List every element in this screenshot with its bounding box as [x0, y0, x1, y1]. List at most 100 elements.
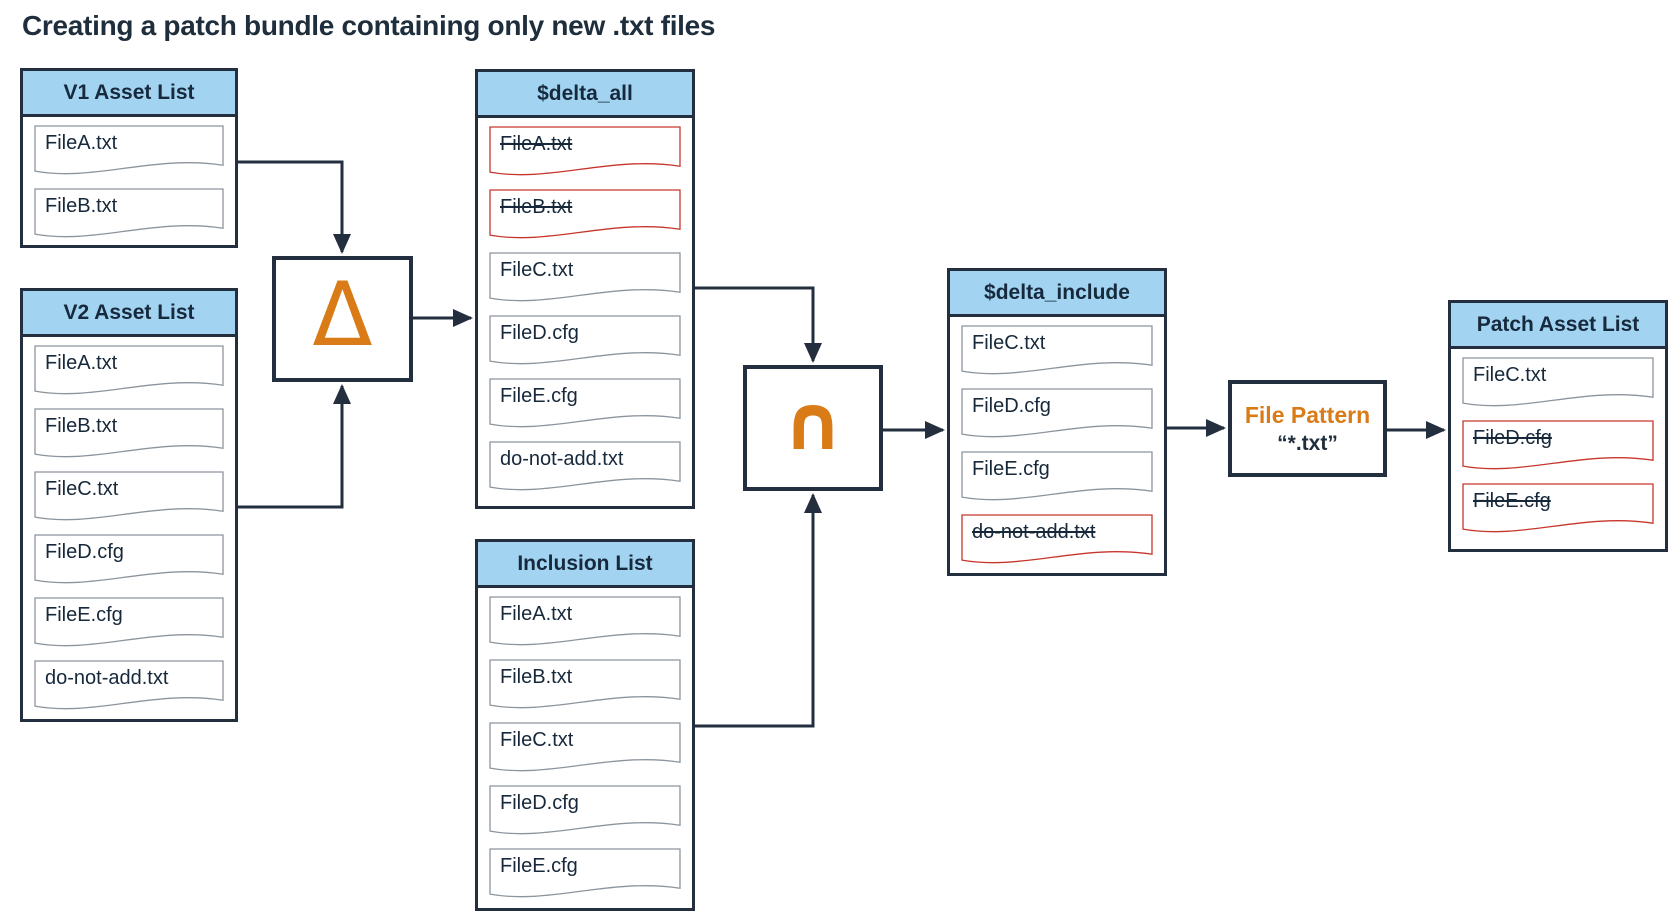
file-pattern-value: “*.txt” — [1277, 431, 1338, 455]
connector-delta-all-to-intersection — [695, 286, 822, 363]
file-item: FileD.cfg — [489, 785, 681, 838]
diagram-title: Creating a patch bundle containing only … — [22, 10, 716, 41]
inclusion-list-box: Inclusion List FileA.txt FileB.txt — [475, 539, 695, 911]
delta-operator-box: Δ — [272, 256, 413, 382]
box-title: V1 Asset List — [63, 80, 195, 104]
delta-all-items: FileA.txt FileB.txt FileC.txt — [478, 118, 692, 502]
document-shape — [1462, 357, 1654, 410]
file-item: do-not-add.txt — [34, 660, 224, 713]
file-item: FileC.txt — [1462, 357, 1654, 410]
file-item: FileB.txt — [489, 659, 681, 712]
file-item: FileC.txt — [489, 722, 681, 775]
inclusion-list-header: Inclusion List — [478, 542, 692, 588]
file-item: FileB.txt — [34, 408, 224, 461]
delta-include-items: FileC.txt FileD.cfg FileE.cfg — [950, 317, 1164, 575]
file-item: FileE.cfg — [489, 378, 681, 431]
file-label: FileD.cfg — [500, 792, 579, 814]
document-shape — [34, 408, 224, 461]
document-shape — [961, 325, 1153, 378]
file-item: do-not-add.txt — [961, 514, 1153, 567]
file-label: FileE.cfg — [500, 855, 578, 877]
document-shape — [489, 722, 681, 775]
delta-all-box: $delta_all FileA.txt FileB.txt — [475, 69, 695, 509]
file-label: FileB.txt — [500, 666, 573, 688]
file-label: FileA.txt — [500, 133, 573, 155]
document-shape — [961, 514, 1153, 567]
document-shape — [489, 126, 681, 179]
file-item: FileB.txt — [34, 188, 224, 241]
inclusion-list-items: FileA.txt FileB.txt FileC.txt — [478, 588, 692, 909]
document-shape — [34, 597, 224, 650]
document-shape — [489, 252, 681, 305]
v1-asset-list-box: V1 Asset List FileA.txt FileB.txt — [20, 68, 238, 248]
v2-asset-list-items: FileA.txt FileB.txt FileC.txt — [23, 337, 235, 721]
file-item: do-not-add.txt — [489, 441, 681, 494]
file-item: FileB.txt — [489, 189, 681, 242]
file-pattern-box: File Pattern “*.txt” — [1228, 380, 1387, 477]
file-label: do-not-add.txt — [500, 448, 624, 470]
v1-asset-list-items: FileA.txt FileB.txt — [23, 117, 235, 249]
document-shape — [34, 125, 224, 178]
file-label: FileA.txt — [500, 603, 573, 625]
document-shape — [489, 189, 681, 242]
document-shape — [34, 534, 224, 587]
document-shape — [34, 471, 224, 524]
document-shape — [961, 388, 1153, 441]
file-label: FileD.cfg — [1473, 427, 1552, 449]
intersection-operator-box: ∩ — [743, 365, 883, 491]
delta-include-header: $delta_include — [950, 271, 1164, 317]
file-label: FileE.cfg — [500, 385, 578, 407]
document-shape — [1462, 483, 1654, 536]
patch-asset-list-header: Patch Asset List — [1451, 303, 1665, 349]
v1-asset-list-header: V1 Asset List — [23, 71, 235, 117]
file-label: do-not-add.txt — [45, 667, 169, 689]
intersection-icon: ∩ — [782, 378, 844, 467]
patch-asset-list-box: Patch Asset List FileC.txt FileD.cfg — [1448, 300, 1668, 552]
file-label: FileD.cfg — [972, 395, 1051, 417]
patch-asset-list-items: FileC.txt FileD.cfg FileE.cfg — [1451, 349, 1665, 544]
file-label: FileA.txt — [45, 132, 118, 154]
file-item: FileD.cfg — [34, 534, 224, 587]
document-shape — [489, 848, 681, 901]
file-label: FileB.txt — [45, 415, 118, 437]
document-shape — [489, 785, 681, 838]
connector-v1-to-delta — [238, 160, 351, 254]
file-pattern-title: File Pattern — [1244, 401, 1371, 428]
document-shape — [489, 659, 681, 712]
file-item: FileC.txt — [489, 252, 681, 305]
file-label: FileC.txt — [972, 332, 1046, 354]
v2-asset-list-box: V2 Asset List FileA.txt FileB.txt — [20, 288, 238, 722]
file-label: FileB.txt — [500, 196, 573, 218]
document-shape — [489, 378, 681, 431]
v2-asset-list-header: V2 Asset List — [23, 291, 235, 337]
file-item: FileD.cfg — [1462, 420, 1654, 473]
document-shape — [34, 660, 224, 713]
delta-icon: Δ — [312, 263, 373, 366]
box-title: $delta_include — [984, 280, 1130, 304]
file-label: FileD.cfg — [45, 541, 124, 563]
file-label: FileC.txt — [1473, 364, 1547, 386]
file-label: FileA.txt — [45, 352, 118, 374]
file-label: FileC.txt — [500, 729, 574, 751]
document-shape — [34, 188, 224, 241]
box-title: Inclusion List — [517, 551, 653, 575]
delta-include-box: $delta_include FileC.txt FileD.cfg — [947, 268, 1167, 576]
file-label: FileC.txt — [45, 478, 119, 500]
delta-all-header: $delta_all — [478, 72, 692, 118]
document-shape — [1462, 420, 1654, 473]
file-item: FileD.cfg — [961, 388, 1153, 441]
file-item: FileE.cfg — [961, 451, 1153, 504]
file-label: FileE.cfg — [972, 458, 1050, 480]
file-label: FileE.cfg — [45, 604, 123, 626]
document-shape — [489, 441, 681, 494]
connector-inclusion-to-intersection — [695, 493, 822, 728]
document-shape — [34, 345, 224, 398]
box-title: V2 Asset List — [63, 300, 195, 324]
file-item: FileC.txt — [34, 471, 224, 524]
file-label: FileC.txt — [500, 259, 574, 281]
box-title: $delta_all — [537, 81, 633, 105]
file-item: FileE.cfg — [489, 848, 681, 901]
file-item: FileA.txt — [34, 345, 224, 398]
box-title: Patch Asset List — [1476, 312, 1640, 336]
